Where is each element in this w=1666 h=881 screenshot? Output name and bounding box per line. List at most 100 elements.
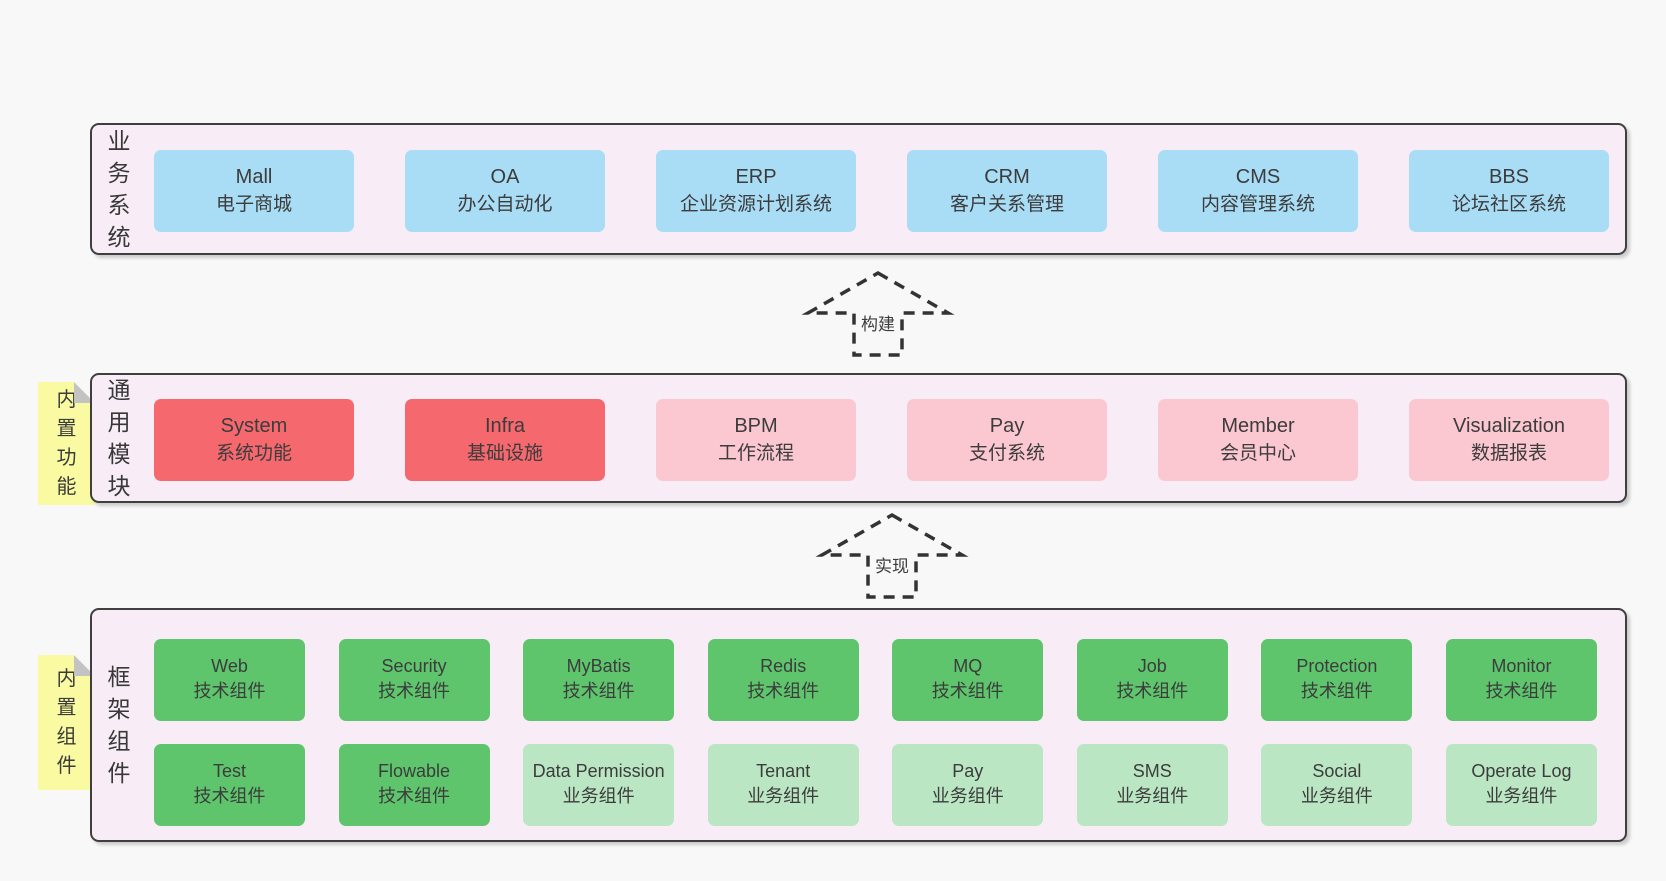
node-title: System [220, 415, 288, 438]
up-block-arrow-icon [801, 270, 955, 357]
node-bbs: BBS 论坛社区系统 [1409, 150, 1609, 232]
node-subtitle: 技术组件 [1116, 681, 1189, 702]
implement-arrow: 实现 [812, 512, 972, 600]
node-title: Job [1137, 656, 1167, 677]
node-web: Web 技术组件 [154, 639, 305, 721]
node-title: CMS [1235, 166, 1281, 189]
node-subtitle: 技术组件 [1485, 681, 1558, 702]
node-title: Protection [1296, 656, 1378, 677]
node-title: Redis [760, 656, 807, 677]
node-pay-component: Pay 业务组件 [892, 744, 1044, 826]
node-bpm: BPM 工作流程 [656, 399, 856, 481]
node-subtitle: 业务组件 [562, 786, 635, 807]
node-subtitle: 技术组件 [747, 681, 820, 702]
node-flowable: Flowable 技术组件 [338, 744, 490, 826]
node-monitor: Monitor 技术组件 [1445, 639, 1597, 721]
node-subtitle: 技术组件 [931, 681, 1004, 702]
node-title: Security [381, 656, 447, 677]
common-modules-label: 通用模块 [107, 376, 131, 500]
node-redis: Redis 技术组件 [707, 639, 859, 721]
builtin-features-sticky: 内置功能 [38, 382, 95, 505]
node-title: SMS [1132, 761, 1172, 782]
node-subtitle: 工作流程 [717, 442, 794, 464]
node-subtitle: 技术组件 [193, 681, 266, 702]
node-subtitle: 内容管理系统 [1200, 193, 1315, 215]
node-subtitle: 会员中心 [1219, 442, 1296, 464]
node-mq: MQ 技术组件 [892, 639, 1044, 721]
framework-components-section: 框架组件 Web 技术组件 Security 技术组件 MyBatis 技术组件… [90, 608, 1627, 842]
common-modules-row: System 系统功能 Infra 基础设施 BPM 工作流程 Pay 支付系统… [154, 399, 1609, 481]
business-systems-section: 业务系统 Mall 电子商城 OA 办公自动化 ERP 企业资源计划系统 CRM… [90, 123, 1627, 255]
node-title: Infra [484, 415, 526, 438]
node-pay-module: Pay 支付系统 [907, 399, 1107, 481]
node-protection: Protection 技术组件 [1261, 639, 1413, 721]
node-title: BPM [734, 415, 778, 438]
node-title: Pay [989, 415, 1025, 438]
node-title: Mall [235, 166, 273, 189]
framework-row-1: Web 技术组件 Security 技术组件 MyBatis 技术组件 Redi… [154, 639, 1597, 721]
framework-components-label: 框架组件 [107, 663, 131, 787]
node-job: Job 技术组件 [1076, 639, 1228, 721]
node-mybatis: MyBatis 技术组件 [523, 639, 675, 721]
node-crm: CRM 客户关系管理 [907, 150, 1107, 232]
node-subtitle: 技术组件 [1300, 681, 1373, 702]
node-tenant: Tenant 业务组件 [707, 744, 859, 826]
node-subtitle: 系统功能 [215, 442, 292, 464]
node-subtitle: 支付系统 [968, 442, 1045, 464]
common-modules-section: 通用模块 System 系统功能 Infra 基础设施 BPM 工作流程 Pay… [90, 373, 1627, 503]
node-title: Web [211, 656, 248, 677]
node-operate-log: Operate Log 业务组件 [1445, 744, 1597, 826]
node-title: CRM [984, 166, 1030, 189]
node-subtitle: 办公自动化 [457, 193, 553, 215]
business-systems-row: Mall 电子商城 OA 办公自动化 ERP 企业资源计划系统 CRM 客户关系… [154, 150, 1609, 232]
node-security: Security 技术组件 [338, 639, 490, 721]
node-title: Visualization [1453, 415, 1565, 438]
node-title: Pay [952, 761, 984, 782]
node-title: MQ [953, 656, 983, 677]
node-system: System 系统功能 [154, 399, 354, 481]
implement-arrow-label: 实现 [871, 552, 913, 577]
node-title: Monitor [1491, 656, 1552, 677]
node-title: Flowable [378, 761, 451, 782]
node-subtitle: 数据报表 [1470, 442, 1547, 464]
node-subtitle: 电子商城 [215, 193, 292, 215]
node-title: MyBatis [566, 656, 631, 677]
node-subtitle: 技术组件 [378, 681, 451, 702]
node-subtitle: 业务组件 [1485, 786, 1558, 807]
node-title: OA [490, 166, 520, 189]
node-title: Test [212, 761, 246, 782]
node-subtitle: 基础设施 [466, 442, 543, 464]
node-subtitle: 业务组件 [931, 786, 1004, 807]
node-cms: CMS 内容管理系统 [1158, 150, 1358, 232]
node-title: Social [1312, 761, 1362, 782]
node-test: Test 技术组件 [154, 744, 305, 826]
node-data-permission: Data Permission 业务组件 [523, 744, 675, 826]
node-title: ERP [735, 166, 777, 189]
node-subtitle: 客户关系管理 [949, 193, 1064, 215]
node-subtitle: 技术组件 [562, 681, 635, 702]
node-erp: ERP 企业资源计划系统 [656, 150, 856, 232]
node-subtitle: 业务组件 [1116, 786, 1189, 807]
build-arrow: 构建 [798, 270, 958, 358]
node-subtitle: 技术组件 [193, 786, 266, 807]
node-title: Data Permission [532, 761, 665, 782]
node-subtitle: 技术组件 [378, 786, 451, 807]
node-title: Operate Log [1471, 761, 1572, 782]
business-systems-label: 业务系统 [107, 127, 131, 251]
node-subtitle: 论坛社区系统 [1451, 193, 1566, 215]
node-title: Member [1221, 415, 1295, 438]
node-title: Tenant [756, 761, 811, 782]
node-infra: Infra 基础设施 [405, 399, 605, 481]
node-subtitle: 业务组件 [1300, 786, 1373, 807]
builtin-components-sticky: 内置组件 [38, 655, 95, 790]
node-mall: Mall 电子商城 [154, 150, 354, 232]
node-title: BBS [1488, 166, 1530, 189]
node-subtitle: 企业资源计划系统 [679, 193, 832, 215]
node-subtitle: 业务组件 [747, 786, 820, 807]
node-sms: SMS 业务组件 [1076, 744, 1228, 826]
up-block-arrow-icon [815, 512, 969, 599]
framework-row-2: Test 技术组件 Flowable 技术组件 Data Permission … [154, 744, 1597, 826]
node-visualization: Visualization 数据报表 [1409, 399, 1609, 481]
node-social: Social 业务组件 [1261, 744, 1413, 826]
